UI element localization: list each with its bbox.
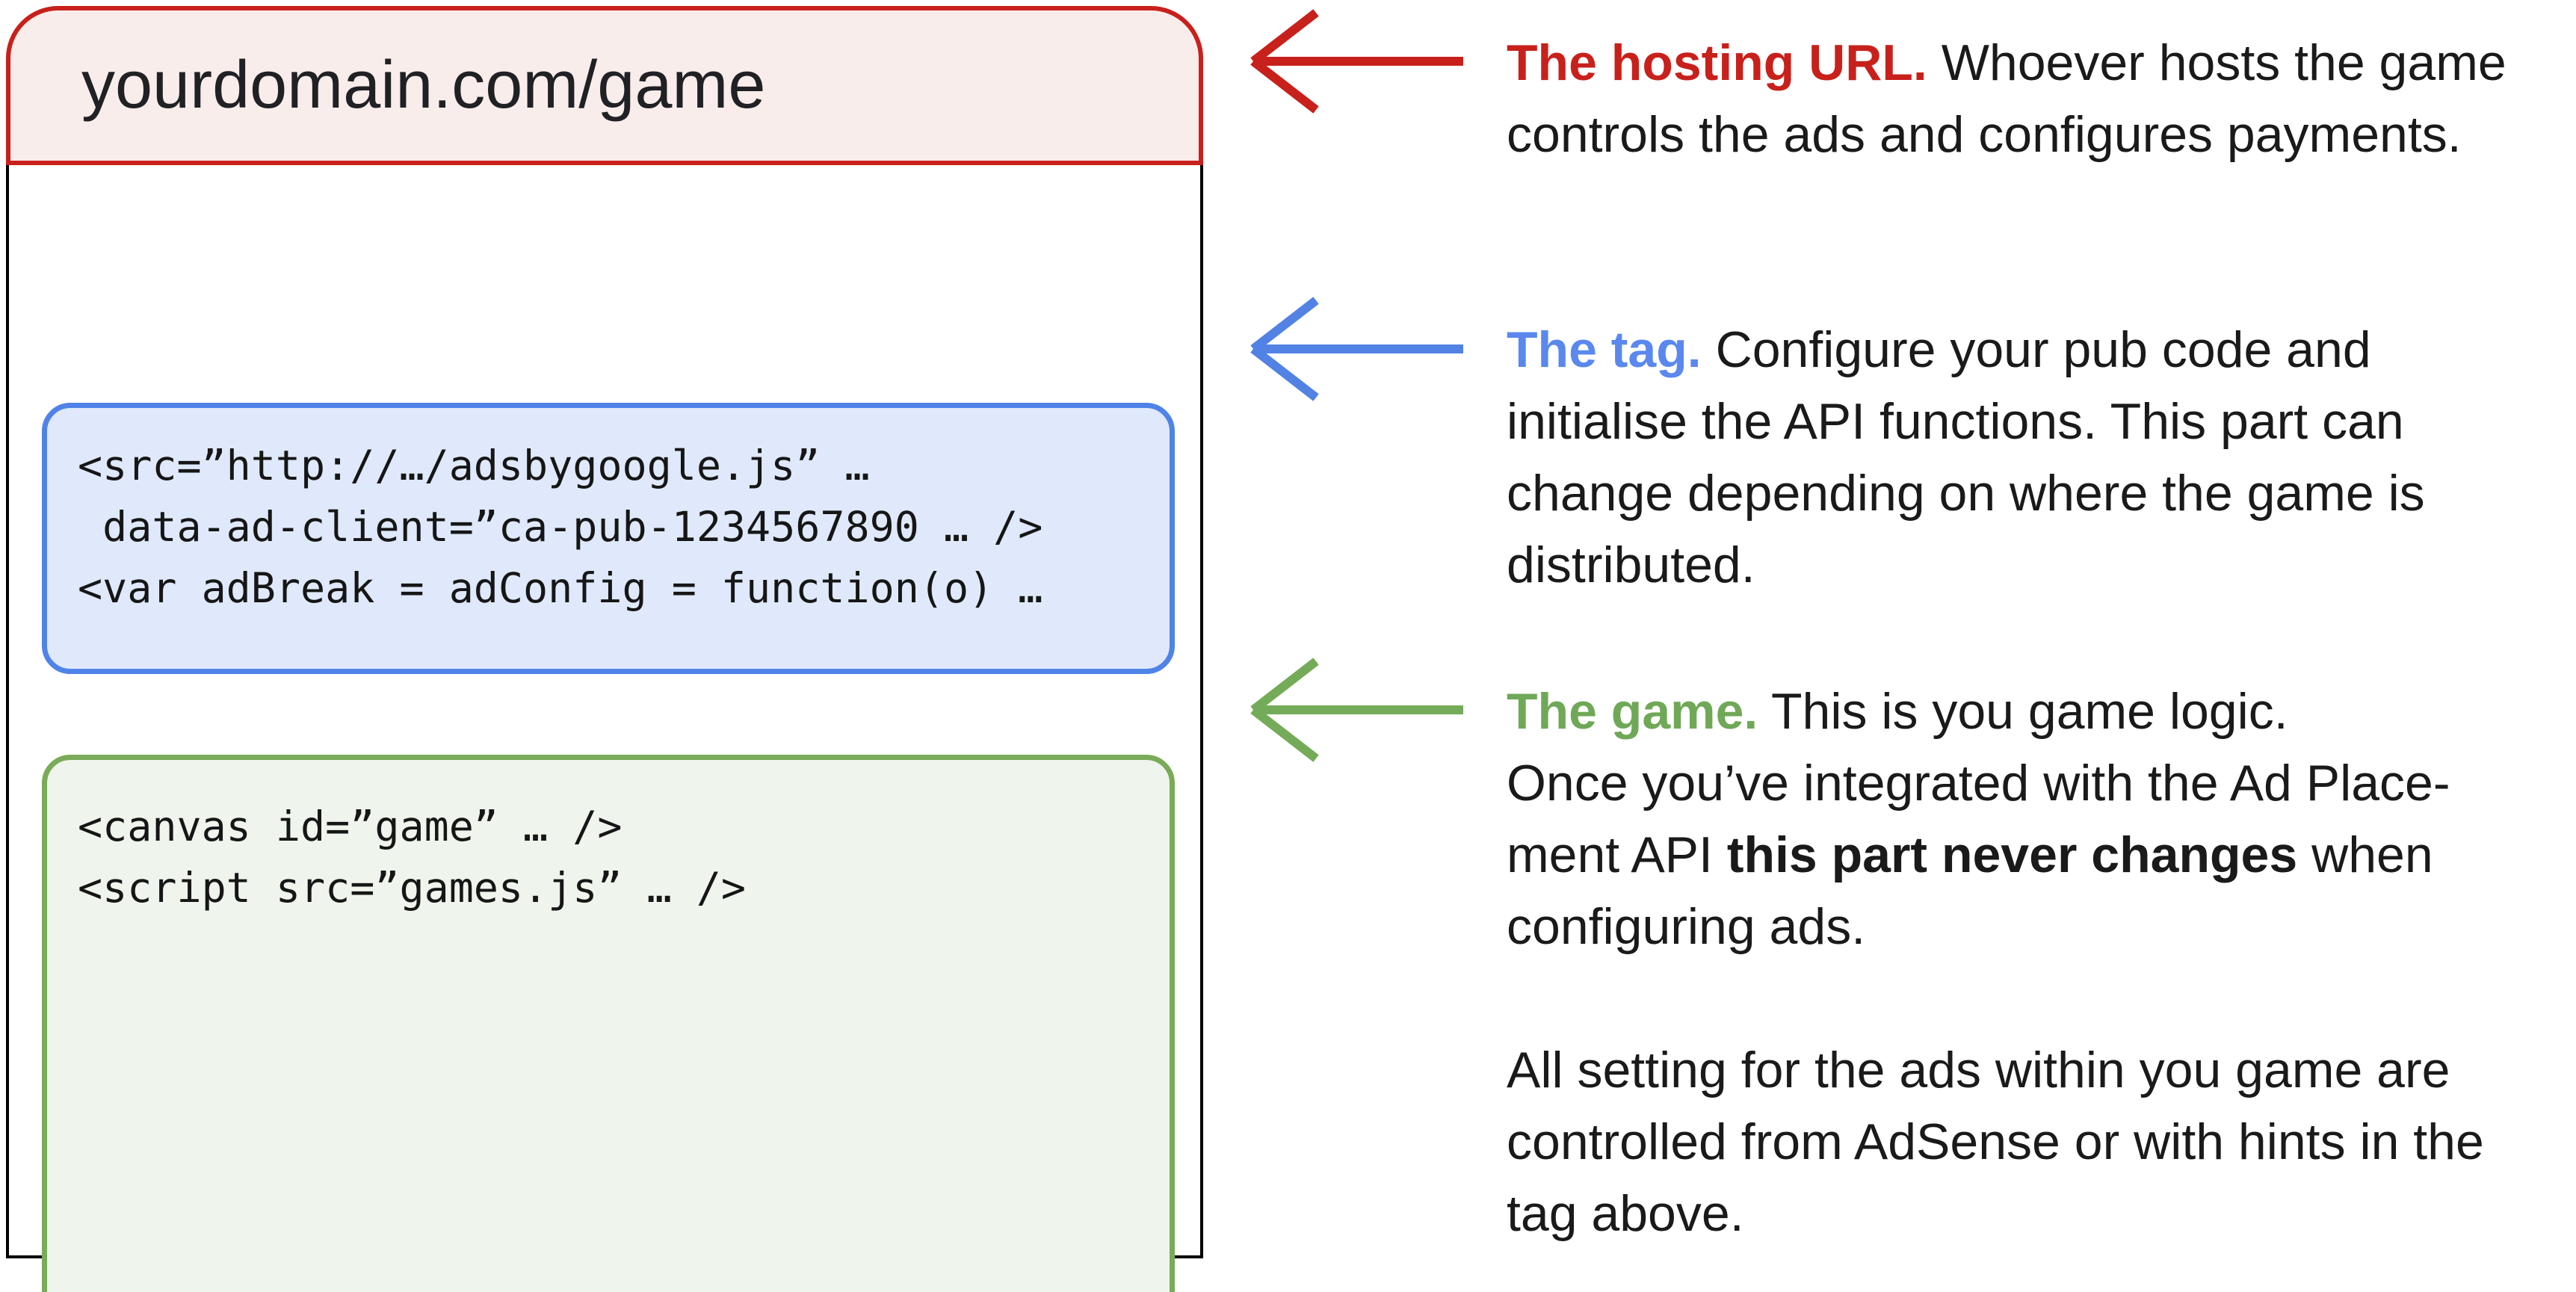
annotation-text: Whoever hosts the game [1927, 34, 2506, 91]
annotation-line: The tag. Configure your pub code and [1507, 314, 2425, 386]
annotation-line: The game. This is you game logic. [1507, 676, 2450, 747]
ad-tag-code-line: data-ad-client=”ca-pub-1234567890 … /> [78, 503, 1043, 551]
ad-tag-code-line: <var adBreak = adConfig = function(o) … [78, 564, 1043, 612]
annotation-text: This is you game logic. [1758, 683, 2288, 740]
annotation-line: initialise the API functions. This part … [1507, 393, 2404, 450]
annotation-text: ment API [1507, 826, 1727, 883]
blue-left-arrow-icon [1235, 285, 1467, 412]
game-code-line: <script src=”games.js” … /> [78, 864, 747, 912]
annotation-line: controls the ads and configures payments… [1507, 106, 2462, 163]
ad-tag-code-box: <src=”http://…/adsbygoogle.js” … data-ad… [42, 403, 1175, 674]
annotation-lead: The game. [1507, 683, 1758, 740]
annotation-hosting-url: The hosting URL. Whoever hosts the game … [1507, 27, 2506, 170]
annotation-line: distributed. [1507, 537, 1755, 593]
ad-tag-code-line: <src=”http://…/adsbygoogle.js” … [78, 442, 870, 489]
annotation-tag: The tag. Configure your pub code and ini… [1507, 314, 2425, 601]
annotation-ad-settings: All setting for the ads within you game … [1507, 1034, 2484, 1249]
game-code-line: <canvas id=”game” … /> [78, 803, 623, 850]
annotation-line: All setting for the ads within you game … [1507, 1042, 2450, 1098]
browser-url-bar: yourdomain.com/game [6, 6, 1203, 165]
annotation-line: The hosting URL. Whoever hosts the game [1507, 27, 2506, 99]
annotation-line: ment API this part never changes when [1507, 819, 2450, 891]
annotation-lead: The tag. [1507, 321, 1702, 378]
annotation-line: Once you’ve integrated with the Ad Place… [1507, 755, 2450, 812]
annotation-line: change depending on where the game is [1507, 465, 2425, 522]
annotation-bold-text: this part never changes [1726, 826, 2298, 883]
game-code-box: <canvas id=”game” … /> <script src=”game… [42, 755, 1175, 1292]
browser-page-frame: <src=”http://…/adsbygoogle.js” … data-ad… [6, 161, 1203, 1292]
annotation-line: controlled from AdSense or with hints in… [1507, 1113, 2484, 1170]
annotation-lead: The hosting URL. [1507, 34, 1927, 91]
browser-mockup: <src=”http://…/adsbygoogle.js” … data-ad… [6, 6, 1203, 1292]
annotation-line: configuring ads. [1507, 898, 1866, 955]
green-left-arrow-icon [1235, 646, 1467, 773]
annotation-text: Configure your pub code and [1701, 321, 2371, 378]
red-left-arrow-icon [1235, 0, 1467, 125]
annotation-game: The game. This is you game logic. Once y… [1507, 676, 2450, 962]
annotation-text: when [2297, 826, 2433, 883]
url-text: yourdomain.com/game [81, 48, 766, 123]
annotation-line: tag above. [1507, 1185, 1744, 1242]
